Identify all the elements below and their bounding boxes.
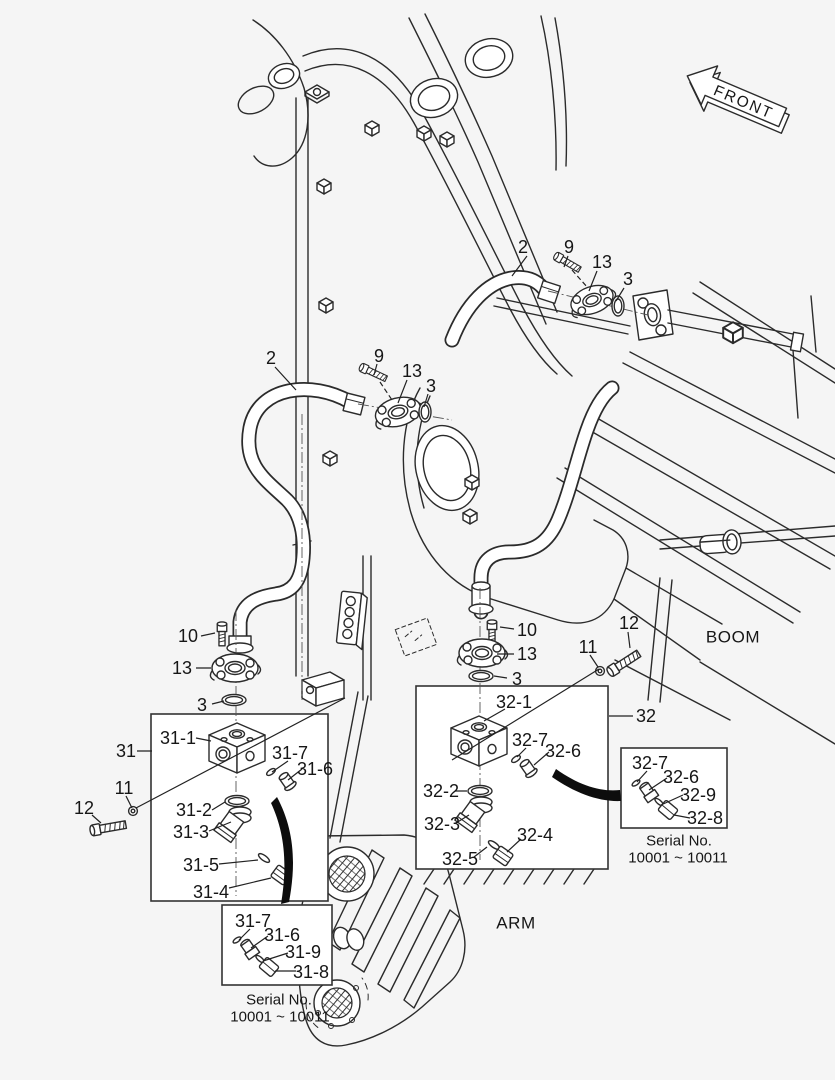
callout-12-left: 12 (73, 798, 95, 818)
callout-3-mid: 3 (425, 376, 437, 396)
callout-31-2: 31-2 (175, 800, 213, 820)
boom-structure (237, 13, 835, 745)
manifold-block-icon (335, 590, 368, 651)
swoosh-connector-31 (271, 797, 293, 904)
oring-3-icon (221, 693, 247, 707)
callout-32-8-serial: 32-8 (686, 808, 724, 828)
callout-13-right: 13 (516, 644, 538, 664)
callout-31-9-serial: 31-9 (284, 942, 322, 962)
callout-32: 32 (635, 706, 657, 726)
callout-13-left: 13 (171, 658, 193, 678)
pipe-clamp-icon (699, 529, 742, 555)
callout-32-9-serial: 32-9 (679, 785, 717, 805)
flange-clamp-13-icon (456, 638, 509, 668)
nut-plate-icon (304, 84, 330, 104)
bolt-10-icon (216, 621, 228, 647)
oring-3-icon (468, 669, 494, 683)
oring-32-2-icon (467, 784, 493, 798)
callout-31-1: 31-1 (159, 728, 197, 748)
callout-32-6-serial: 32-6 (662, 767, 700, 787)
serial-note-line1-left: Serial No. (246, 991, 312, 1009)
callout-31-6-serial: 31-6 (263, 925, 301, 945)
assembly-box-32 (415, 685, 609, 870)
leader-lines (91, 255, 691, 972)
callout-32-3: 32-3 (423, 814, 461, 834)
callout-2-mid: 2 (265, 348, 277, 368)
callout-3-left: 3 (196, 695, 208, 715)
callout-11-left: 11 (114, 778, 134, 798)
arm-structure (297, 691, 595, 1047)
callout-2-upper: 2 (517, 237, 529, 257)
serial-note-line1-right: Serial No. (646, 832, 712, 850)
flange-clamp-13-icon (369, 391, 427, 433)
upper-clamp-set (551, 250, 625, 322)
swoosh-connector-32 (552, 769, 621, 802)
callout-31-3: 31-3 (172, 822, 210, 842)
assembly-31-parts (88, 621, 299, 887)
callout-10-left: 10 (177, 626, 199, 646)
boom-bore-icon (267, 62, 301, 90)
callout-31-7: 31-7 (271, 743, 309, 763)
callout-11-right: 11 (578, 637, 598, 657)
callout-3-right: 3 (511, 669, 523, 689)
callout-32-6: 32-6 (544, 741, 582, 761)
dashed-plate-icon (394, 617, 438, 657)
callout-3-upper: 3 (622, 269, 634, 289)
callout-32-5: 32-5 (441, 849, 479, 869)
arm-label: ARM (496, 913, 536, 933)
flange-block-icon (632, 289, 674, 341)
oring-3-icon (611, 295, 625, 317)
callout-32-7-serial: 32-7 (631, 753, 669, 773)
callout-32-4: 32-4 (516, 825, 554, 845)
assembly-32-parts (450, 619, 643, 868)
bracket-plate-icon (301, 671, 345, 707)
callout-31-7-serial: 31-7 (234, 911, 272, 931)
callout-9-upper: 9 (563, 237, 575, 257)
callout-32-7: 32-7 (511, 730, 549, 750)
callout-9-mid: 9 (373, 346, 385, 366)
callout-12-right: 12 (618, 613, 640, 633)
boom-label: BOOM (705, 627, 761, 647)
callout-32-2: 32-2 (422, 781, 460, 801)
front-arrow: FRONT (686, 65, 790, 134)
callout-32-1: 32-1 (495, 692, 533, 712)
callout-31-5: 31-5 (182, 855, 220, 875)
washer-11-icon (594, 665, 606, 677)
callout-13-upper: 13 (591, 252, 613, 272)
oring-31-2-icon (224, 794, 250, 808)
callout-31-8-serial: 31-8 (292, 962, 330, 982)
callout-13-mid: 13 (401, 361, 423, 381)
callout-10-right: 10 (516, 620, 538, 640)
bolt-12-icon (604, 648, 643, 679)
callout-31-4: 31-4 (192, 882, 230, 902)
callout-31: 31 (115, 741, 137, 761)
serial-note-line2-right: 10001 ~ 10011 (628, 849, 728, 867)
hydraulic-hoses (226, 270, 805, 654)
serial-note-line2-left: 10001 ~ 10011 (230, 1008, 330, 1026)
bolt-12-icon (88, 818, 128, 837)
callout-31-6: 31-6 (296, 759, 334, 779)
flange-clamp-13-icon (209, 653, 262, 683)
